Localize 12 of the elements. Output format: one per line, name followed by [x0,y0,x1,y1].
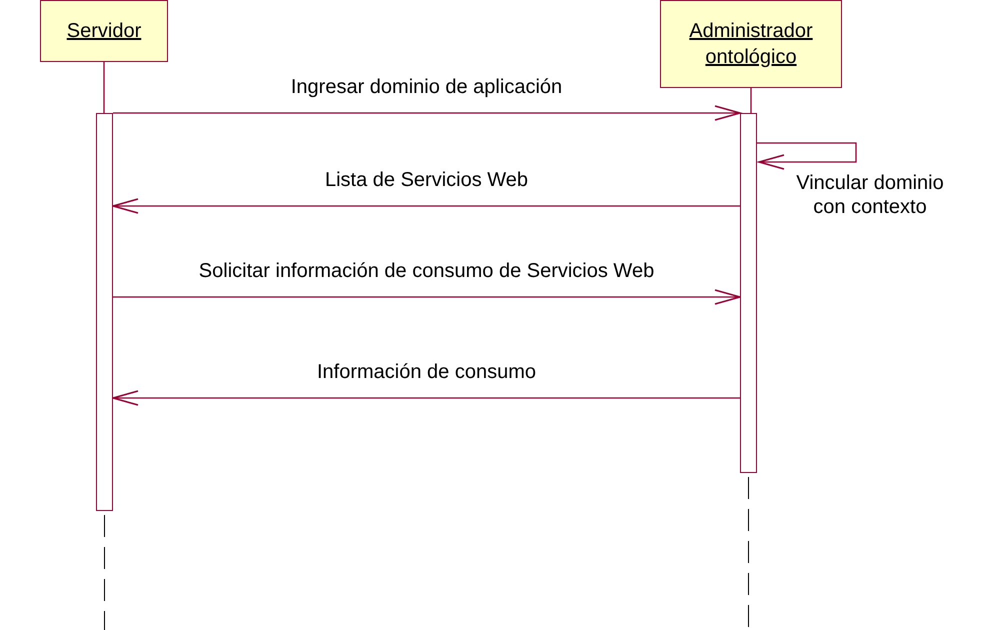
participant-box: Servidor [40,0,168,62]
lifeline [103,62,105,113]
participant-box: Administrador ontológico [660,0,842,88]
self-message-arrow [757,142,857,170]
message-arrow [113,289,741,305]
lifeline [750,88,752,113]
message-label: Ingresar dominio de aplicación [290,75,562,99]
message-arrow [112,198,740,214]
message-arrow [113,105,741,121]
activation-bar [96,113,113,511]
activation-bar [740,113,757,473]
message-arrow [112,390,740,406]
